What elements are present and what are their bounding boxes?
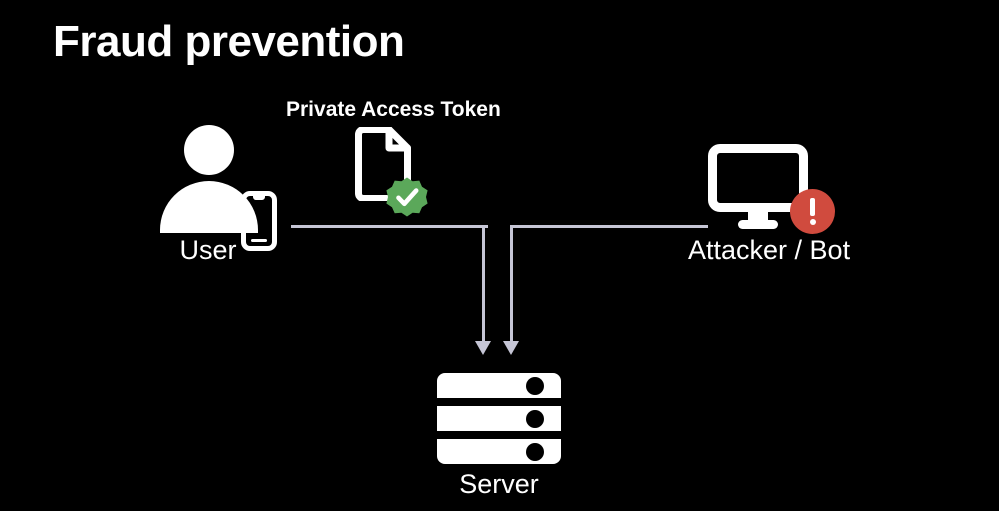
node-label-private-access-token: Private Access Token [286,98,501,121]
server-indicator-dot [526,442,544,461]
connector-attacker-to-server-horizontal [511,225,708,228]
exclamation-stem [810,198,815,216]
server-bar [437,439,561,464]
connector-attacker-to-server-vertical [510,225,513,343]
node-label-server: Server [459,469,539,499]
server-indicator-dot [526,409,544,428]
server-bar [437,373,561,398]
server-bar [437,406,561,431]
desktop-monitor-icon [708,144,812,230]
server-indicator-dot [526,376,544,395]
monitor-screen-shape [708,144,808,212]
connector-user-arrowhead [475,341,491,355]
smartphone-notch [253,196,265,200]
monitor-stand-base [738,220,778,229]
page-title: Fraud prevention [53,17,405,66]
smartphone-icon [241,191,277,251]
exclamation-dot [809,219,816,225]
connector-user-to-server-vertical [482,225,485,343]
connector-attacker-arrowhead [503,341,519,355]
server-rack-icon [437,373,561,465]
node-label-attacker-bot: Attacker / Bot [688,235,851,265]
verified-check-badge-icon [386,177,428,217]
person-head-shape [184,125,234,175]
connector-user-to-server-horizontal [291,225,488,228]
smartphone-home-indicator [251,239,267,242]
node-label-user: User [179,235,237,265]
alert-exclamation-icon [790,189,835,234]
